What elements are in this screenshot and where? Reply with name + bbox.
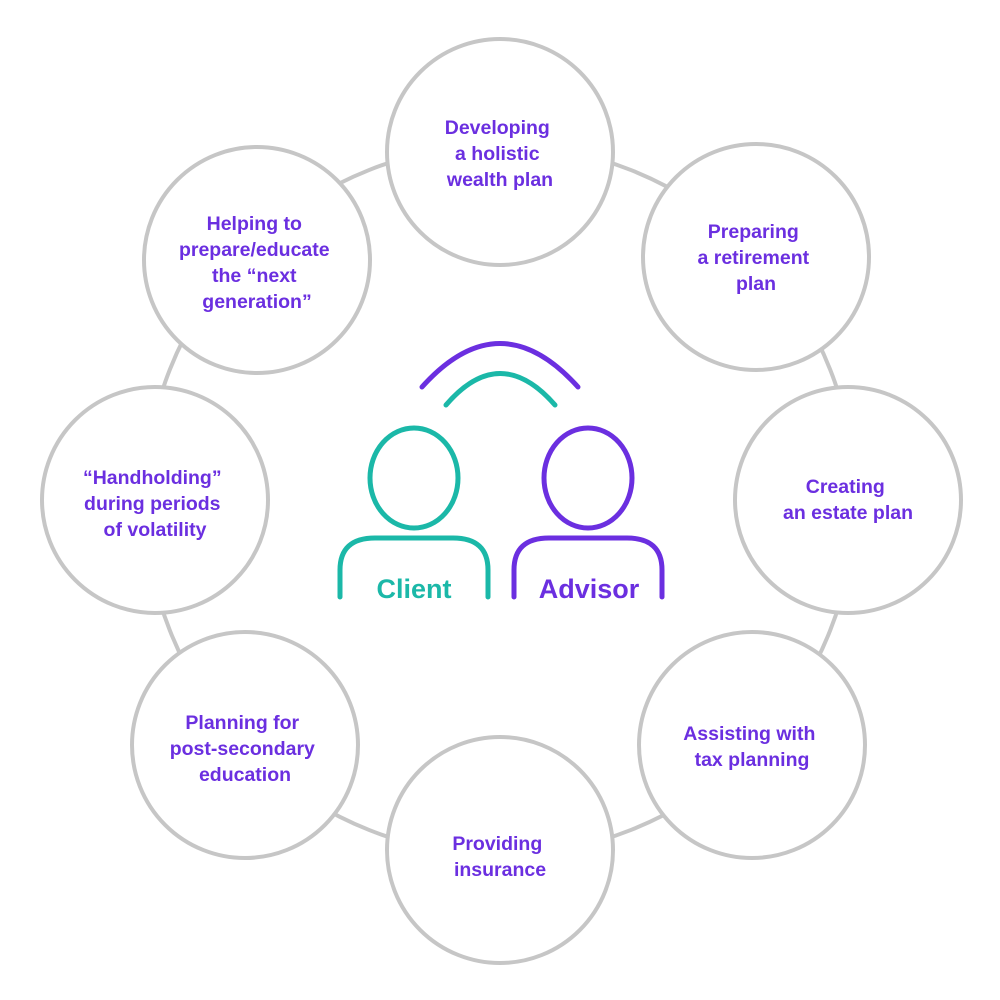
service-line: the “next	[212, 265, 297, 287]
advisor-body-icon	[511, 535, 665, 600]
service-line: Providing	[452, 833, 542, 855]
outer-connection-arc-icon	[419, 341, 581, 390]
service-line: an estate plan	[783, 502, 913, 524]
advisor-label: Advisor	[539, 574, 640, 604]
service-line: a holistic	[455, 143, 540, 165]
service-line: Developing	[445, 117, 550, 139]
service-node-holistic-wealth-plan: Developing a holistic wealth plan	[385, 37, 615, 267]
service-node-text: “Handholding” during periods of volatili…	[83, 467, 227, 541]
service-node-text: Planning for post-secondary education	[170, 712, 321, 786]
service-line: a retirement	[697, 247, 809, 269]
service-line: generation”	[202, 291, 311, 313]
service-line: tax planning	[695, 749, 810, 771]
service-line: Preparing	[708, 221, 799, 243]
service-node-text: Assisting with tax planning	[683, 723, 821, 771]
service-node-text: Providing insurance	[452, 833, 547, 881]
advisor-head-icon	[541, 425, 635, 531]
service-node-tax-planning: Assisting with tax planning	[637, 630, 867, 860]
center-relationship-graphic: Client Advisor	[337, 341, 665, 604]
service-node-text: Developing a holistic wealth plan	[445, 117, 556, 191]
service-line: Assisting with	[683, 723, 815, 745]
service-node-circle	[637, 630, 867, 860]
service-node-estate-plan: Creating an estate plan	[733, 385, 963, 615]
client-person-icon: Client	[337, 425, 491, 604]
service-node-circle	[40, 385, 270, 615]
service-node-text: Helping to prepare/educate the “next gen…	[179, 213, 335, 313]
service-line: “Handholding”	[83, 467, 222, 489]
service-line: Helping to	[207, 213, 302, 235]
service-line: post-secondary	[170, 738, 315, 760]
service-node-next-generation: Helping to prepare/educate the “next gen…	[142, 145, 372, 375]
service-node-text: Creating an estate plan	[783, 476, 913, 524]
service-line: Planning for	[185, 712, 299, 734]
service-line: of volatility	[104, 519, 207, 541]
service-line: insurance	[454, 859, 546, 881]
service-line: Creating	[806, 476, 885, 498]
service-node-text: Preparing a retirement plan	[697, 221, 814, 295]
service-line: prepare/educate	[179, 239, 330, 261]
client-label: Client	[376, 574, 451, 604]
service-node-insurance: Providing insurance	[385, 735, 615, 965]
service-line: education	[199, 764, 291, 786]
service-node-post-secondary-education: Planning for post-secondary education	[130, 630, 360, 860]
service-node-circle	[641, 142, 871, 372]
service-node-circle	[385, 37, 615, 267]
inner-connection-arc-icon	[443, 371, 558, 408]
service-line: wealth plan	[446, 169, 553, 191]
service-node-circle	[142, 145, 372, 375]
service-line: plan	[736, 273, 776, 295]
service-node-retirement-plan: Preparing a retirement plan	[641, 142, 871, 372]
client-head-icon	[367, 425, 461, 531]
service-node-circle	[733, 385, 963, 615]
service-node-handholding: “Handholding” during periods of volatili…	[40, 385, 270, 615]
service-node-circle	[385, 735, 615, 965]
client-body-icon	[337, 535, 491, 600]
service-node-circle	[130, 630, 360, 860]
advisor-person-icon: Advisor	[511, 425, 665, 604]
service-line: during periods	[84, 493, 221, 515]
